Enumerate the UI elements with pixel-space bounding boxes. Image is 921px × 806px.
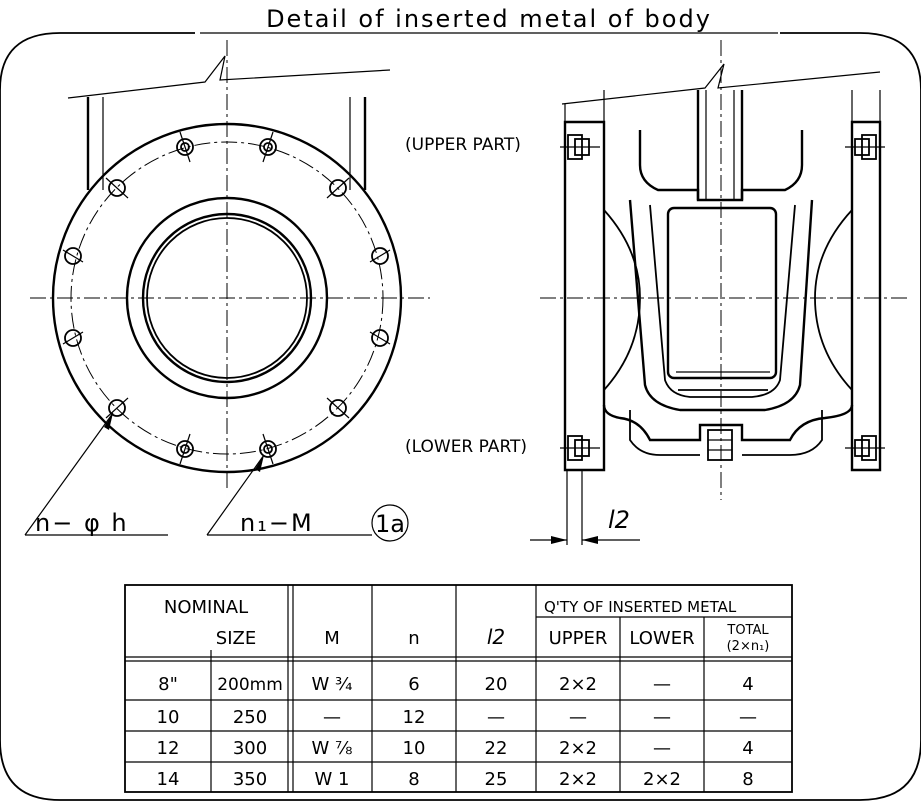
table-cell: — bbox=[739, 707, 757, 728]
table-cell: 350 bbox=[233, 769, 267, 790]
table-cell: 10 bbox=[403, 738, 426, 759]
table-cell: 10 bbox=[157, 707, 180, 728]
table-cell: 20 bbox=[485, 674, 508, 695]
header-m: M bbox=[324, 628, 340, 649]
table-cell: — bbox=[653, 674, 671, 695]
label-upper-part: (UPPER PART) bbox=[405, 135, 521, 155]
table-cell: — bbox=[487, 707, 505, 728]
table-cell: W ¾ bbox=[312, 674, 353, 695]
drawing-title: Detail of inserted metal of body bbox=[266, 5, 712, 33]
header-nominal: NOMINAL bbox=[164, 597, 248, 618]
header-qty: Q'TY OF INSERTED METAL bbox=[544, 598, 737, 616]
table-cell: 4 bbox=[742, 738, 753, 759]
table-cell: — bbox=[569, 707, 587, 728]
table-cell: W 1 bbox=[315, 769, 350, 790]
header-l2: l2 bbox=[487, 625, 505, 649]
table-cell: 2×2 bbox=[559, 674, 597, 695]
table-cell: 8" bbox=[158, 674, 178, 695]
table-cell: — bbox=[653, 707, 671, 728]
table-cell: 25 bbox=[485, 769, 508, 790]
table-cell: 22 bbox=[485, 738, 508, 759]
label-n-phi-h: n− φ h bbox=[35, 509, 129, 537]
header-upper: UPPER bbox=[549, 628, 608, 649]
item-number-1a: 1a bbox=[375, 510, 405, 538]
table-cell: 14 bbox=[157, 769, 180, 790]
header-size: SIZE bbox=[216, 628, 256, 649]
table-cell: — bbox=[323, 707, 341, 728]
table-cell: 2×2 bbox=[643, 769, 681, 790]
table-cell: 250 bbox=[233, 707, 267, 728]
table-cell: 2×2 bbox=[559, 769, 597, 790]
table-cell: 2×2 bbox=[559, 738, 597, 759]
table-cell: 6 bbox=[408, 674, 419, 695]
label-l2: l2 bbox=[608, 506, 630, 534]
header-total: TOTAL bbox=[726, 623, 769, 638]
drawing-frame bbox=[0, 32, 921, 801]
table-cell: — bbox=[653, 738, 671, 759]
label-n1-m: n₁−M bbox=[240, 509, 314, 537]
flange-front-view bbox=[24, 40, 430, 542]
table-cell: 200mm bbox=[217, 675, 283, 695]
table-cell: 4 bbox=[742, 674, 753, 695]
header-lower: LOWER bbox=[629, 628, 694, 649]
header-total-formula: (2×n₁) bbox=[727, 639, 770, 654]
table-cell: 300 bbox=[233, 738, 267, 759]
table-cell: 12 bbox=[403, 707, 426, 728]
item-balloon bbox=[371, 504, 409, 542]
table-cell: 12 bbox=[157, 738, 180, 759]
label-lower-part: (LOWER PART) bbox=[405, 437, 527, 457]
table-cell: W ⅞ bbox=[312, 738, 353, 759]
table-cell: 8 bbox=[742, 769, 753, 790]
table-cell: 8 bbox=[408, 769, 419, 790]
header-n: n bbox=[408, 628, 419, 649]
valve-section-view bbox=[530, 40, 910, 545]
inserted-metal-table bbox=[124, 584, 793, 793]
